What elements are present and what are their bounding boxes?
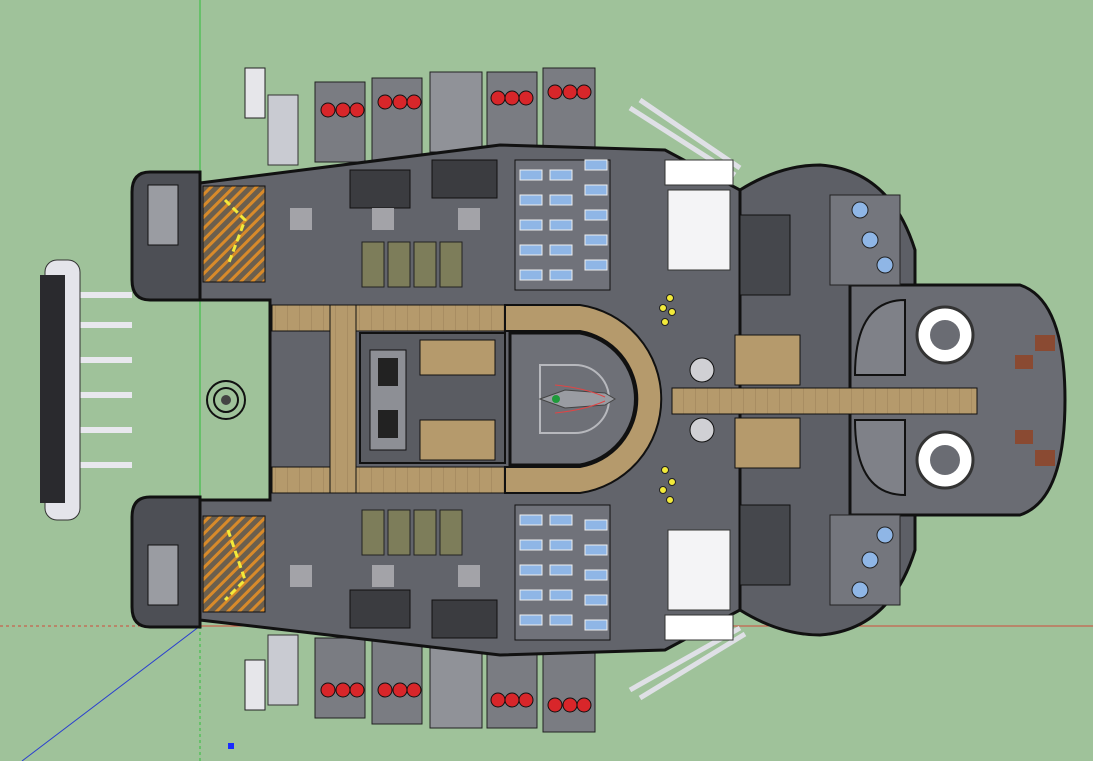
rear-pod-top[interactable] (130, 170, 266, 302)
storage-rooms[interactable] (664, 159, 734, 641)
corridors[interactable] (271, 304, 978, 494)
rear-pod-bottom[interactable] (130, 495, 266, 629)
bottom-engine-racks[interactable] (244, 634, 596, 733)
top-engine-racks[interactable] (244, 67, 596, 166)
rear-weapon-rack[interactable] (40, 259, 132, 521)
blue-axis (21, 625, 201, 761)
ship-icon[interactable] (538, 384, 616, 414)
floor-pads (290, 208, 480, 587)
axis-origin-marker (206, 380, 246, 420)
tanks[interactable] (361, 241, 463, 556)
turret-icon[interactable] (829, 194, 901, 606)
bridge-seats (1015, 335, 1055, 466)
axis-origin-marker (228, 743, 234, 749)
central-landing-bay[interactable] (508, 331, 637, 467)
hangar-vehicles[interactable] (349, 159, 498, 639)
bridge-domes[interactable] (853, 298, 975, 497)
bunk-rooms[interactable] (514, 159, 611, 641)
command-room[interactable] (359, 332, 506, 464)
crew-cabins[interactable] (689, 214, 801, 586)
ceiling-lights (659, 294, 676, 504)
